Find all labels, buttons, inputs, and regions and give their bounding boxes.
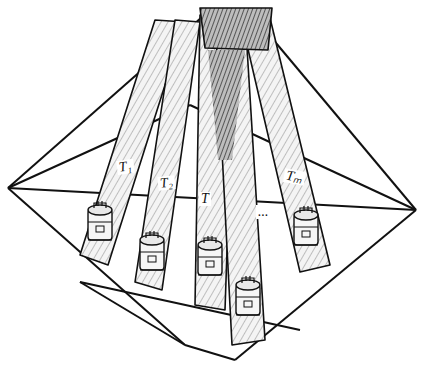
column-label: ... — [256, 205, 271, 219]
column-label: T₂ — [157, 175, 175, 191]
column-label: T₁ — [116, 159, 134, 175]
column-label: T — [199, 192, 211, 206]
